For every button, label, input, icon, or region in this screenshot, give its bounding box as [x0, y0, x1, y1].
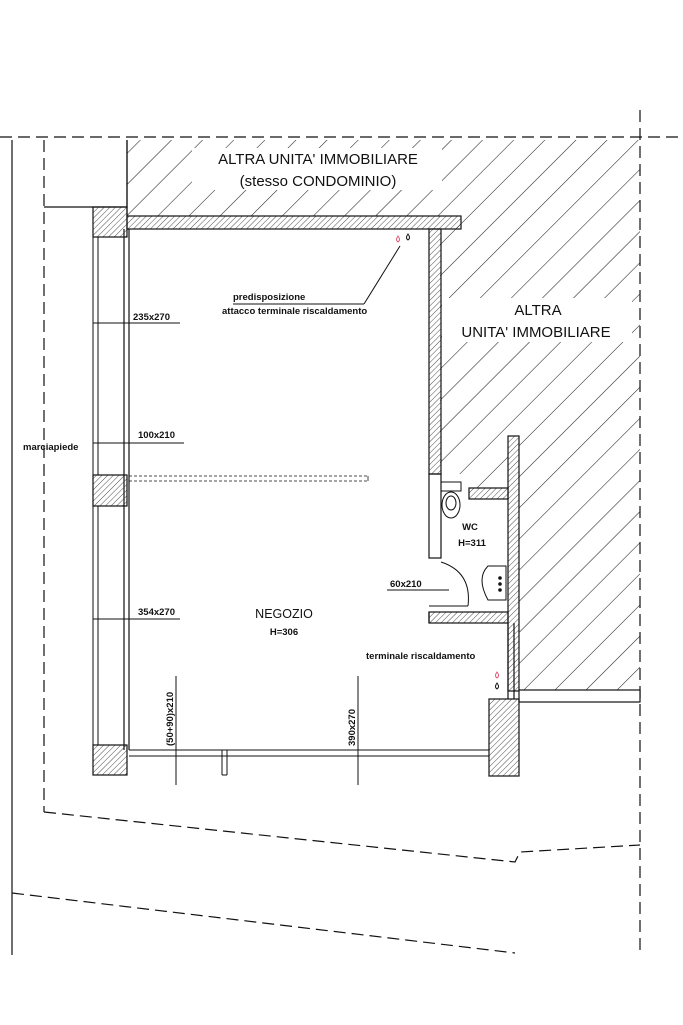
- opening-window-bottom-label: 354x270: [138, 607, 175, 618]
- neighbor-top-label-1: ALTRA UNITA' IMMOBILIARE: [218, 151, 418, 168]
- pillar-left-top: [92, 206, 128, 238]
- room-height-label: H=306: [270, 627, 298, 638]
- top-left-notch: [44, 140, 128, 208]
- pillar-left-bottom: [92, 744, 128, 776]
- opening-front-right-label: 390x270: [347, 709, 358, 746]
- sink-fixture: [481, 565, 507, 601]
- wc-label: WC: [462, 522, 478, 533]
- heating-prep-label-2: attacco terminale riscaldamento: [222, 306, 367, 317]
- heating-terminal-label: terminale riscaldamento: [366, 651, 475, 662]
- opening-front-left-label: (50+90)x210: [165, 692, 176, 746]
- wc-door: [429, 561, 469, 607]
- neighbor-top-label-2: (stesso CONDOMINIO): [240, 173, 397, 190]
- front-facade: [129, 676, 489, 785]
- left-openings: [92, 237, 99, 745]
- heating-symbol-top-icon: [396, 233, 410, 243]
- overhead-line: [129, 475, 368, 482]
- opening-door-side-label: 100x210: [138, 430, 175, 441]
- opening-window-top-label: 235x270: [133, 312, 170, 323]
- label-mask-top: [192, 148, 442, 190]
- wall-bottom-right: [488, 623, 641, 777]
- wc-door-label: 60x210: [390, 579, 422, 590]
- pillar-left-middle: [92, 474, 128, 507]
- label-mask-right: [442, 298, 632, 342]
- room-name-label: NEGOZIO: [255, 607, 313, 621]
- neighbor-right-label-2: UNITA' IMMOBILIARE: [461, 324, 610, 341]
- heating-prep-label-1: predisposizione: [233, 292, 305, 303]
- wall-right: [428, 228, 442, 475]
- heating-symbol-bottom-icon: [495, 671, 499, 690]
- wall-top: [126, 215, 462, 230]
- wc-height-label: H=311: [458, 538, 486, 549]
- sidewalk-label: marciapiede: [23, 442, 78, 453]
- label-leaders: [93, 245, 449, 620]
- toilet-fixture: [440, 481, 462, 519]
- neighbor-right-label-1: ALTRA: [514, 302, 561, 319]
